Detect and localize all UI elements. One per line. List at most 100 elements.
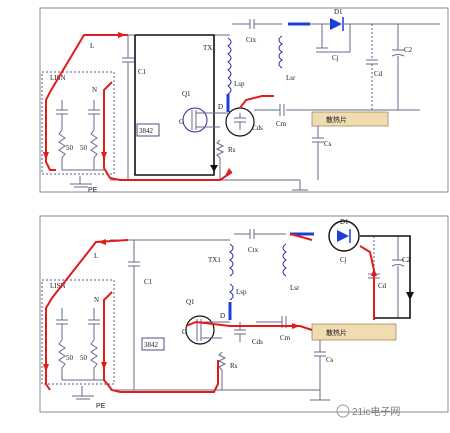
cm-label-b: Cm <box>280 334 291 342</box>
d1-label: D1 <box>334 8 343 16</box>
heatsink-bottom <box>311 323 397 341</box>
cj-label-b: Cj <box>340 256 347 264</box>
tx1-primary-coil <box>227 37 232 79</box>
loop-arrow-top <box>210 165 218 172</box>
cds-label: Cds <box>252 124 263 132</box>
drain-label: D <box>218 103 223 111</box>
red-arrow-rs-top <box>225 168 232 176</box>
lisn-cap-right-bottom <box>88 308 100 340</box>
cs-label-b: Cs <box>326 356 334 364</box>
c2-label: C2 <box>404 46 413 54</box>
red-arrow-cd-bottom <box>371 268 377 276</box>
c1-label: C1 <box>138 68 147 76</box>
q1-body <box>182 107 208 133</box>
heatsink-label-b: 散热片 <box>326 328 347 337</box>
tx1-label: TX1 <box>203 44 216 52</box>
line-n-label: N <box>92 86 97 94</box>
watermark: 21ic电子网 <box>336 404 400 418</box>
tx1-secondary-coil <box>278 35 283 69</box>
lisn-cap-right-top <box>88 100 100 130</box>
rs-resistor-bottom <box>217 351 227 390</box>
r2-label-b: 50 <box>80 354 88 362</box>
r1-label: 50 <box>66 144 74 152</box>
current-path-red-bottom-n <box>103 291 219 393</box>
panel-top-frame <box>39 7 449 193</box>
watermark-text: 21ic电子网 <box>352 405 400 418</box>
heatsink-label: 散热片 <box>326 115 347 124</box>
ic-label: 3842 <box>139 127 154 135</box>
panel-bottom-frame <box>39 215 449 413</box>
lsr-label: Lsr <box>286 74 296 82</box>
lsr-label-b: Lsr <box>290 284 300 292</box>
line-l-label-b: L <box>94 252 98 260</box>
drain-label-b: D <box>220 312 225 320</box>
pwm-controller-ic-top <box>136 123 160 137</box>
red-arrow-cm-bottom <box>292 323 300 329</box>
c1-label-b: C1 <box>144 278 153 286</box>
red-arrow-down-l-top <box>43 152 49 160</box>
loop-black-top <box>134 34 215 176</box>
cds-label-b: Cds <box>252 338 263 346</box>
ic-label-b: 3842 <box>144 341 159 349</box>
lisn-cap-left-top <box>56 100 68 130</box>
red-arrow-down-n-bottom <box>101 362 107 370</box>
ctx-label-b: Ctx <box>248 246 259 254</box>
rs-resistor-top <box>215 139 225 180</box>
c2-label-b: C2 <box>402 256 411 264</box>
red-arrow-down-l-bottom <box>43 364 49 372</box>
lisn-resistor-left-top <box>58 129 66 170</box>
tx1-primary-coil-b <box>229 243 234 277</box>
tx1-secondary-coil-b <box>282 243 287 277</box>
pe-label-b: PE <box>96 403 106 410</box>
d1-highlight <box>328 220 360 252</box>
lsp-label-b: Lsp <box>236 288 247 296</box>
lisn-box-bottom <box>41 279 115 385</box>
heatsink-top <box>311 111 389 127</box>
wechat-icon <box>336 404 350 418</box>
gate-label-b: G <box>182 328 187 336</box>
lisn-cap-left-bottom <box>56 308 68 340</box>
rs-label-b: Rs <box>230 362 238 370</box>
r1-label-b: 50 <box>66 354 74 362</box>
pwm-controller-ic-bottom <box>141 337 165 351</box>
current-path-red-top-cds <box>239 95 274 109</box>
loop-black-bottom <box>360 235 411 319</box>
lisn-resistor-right-bottom <box>90 339 98 380</box>
lsp-coil-b <box>229 283 234 301</box>
r2-label: 50 <box>80 144 88 152</box>
red-arrow-top-l <box>118 32 126 38</box>
q1-label: Q1 <box>182 90 191 98</box>
gate-label: G <box>179 118 184 126</box>
current-path-red-bottom-sec <box>289 233 313 241</box>
red-arrow-down-n-top <box>101 152 107 160</box>
line-l-label: L <box>90 42 94 50</box>
lisn-label-b: LISN <box>50 282 66 290</box>
d1-diode <box>330 18 342 30</box>
cs-label: Cs <box>324 140 332 148</box>
lsp-coil <box>227 77 232 95</box>
panel-bottom: LISN L N 50 50 PE C1 TX1 Lsp <box>39 215 449 413</box>
lisn-resistor-right-top <box>90 129 98 170</box>
pe-label: PE <box>88 187 98 194</box>
current-path-red-bottom-cm <box>185 320 313 331</box>
cm-label: Cm <box>276 120 287 128</box>
rs-label: Rs <box>228 146 236 154</box>
current-path-red-top-n <box>103 81 233 181</box>
q1-body-b <box>185 315 215 345</box>
ctx-label: Ctx <box>246 36 257 44</box>
cj-label: Cj <box>332 54 339 62</box>
current-path-red-bottom-cd <box>359 245 375 320</box>
tx1-label-b: TX1 <box>208 256 221 264</box>
line-n-label-b: N <box>94 296 99 304</box>
lisn-resistor-left-bottom <box>58 339 66 380</box>
lisn-box-top <box>41 71 115 175</box>
red-arrow-left-bottom <box>98 239 106 245</box>
d1-diode-b <box>337 230 349 242</box>
current-path-red-top-l <box>45 34 128 171</box>
panel-top: LISN L N 50 50 PE C1 TX1 <box>39 7 449 194</box>
lsp-label: Lsp <box>234 80 245 88</box>
cd-label: Cd <box>374 70 383 78</box>
loop-arrow-bottom <box>406 292 414 300</box>
d1-label-b: D1 <box>340 218 349 226</box>
